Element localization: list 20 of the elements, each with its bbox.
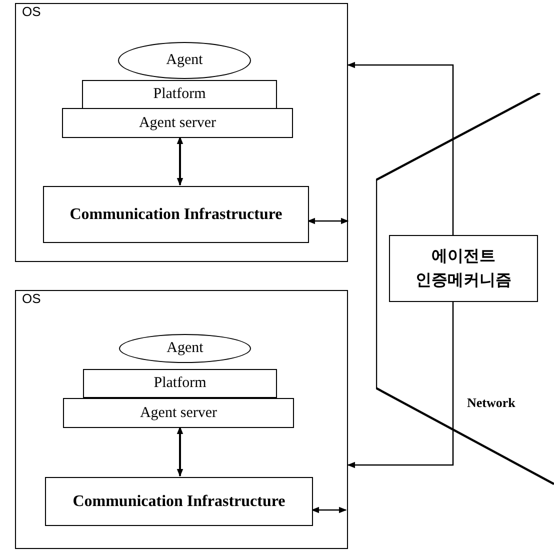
os-frame bbox=[15, 290, 348, 549]
layer-box: 에이전트 인증메커니즘 bbox=[389, 235, 538, 302]
agent-ellipse: Agent bbox=[118, 42, 251, 79]
arrow bbox=[307, 218, 349, 224]
os-label: OS bbox=[22, 4, 41, 19]
arrow bbox=[176, 136, 184, 186]
arrow bbox=[347, 62, 454, 235]
layer-box: Platform bbox=[83, 369, 277, 398]
layer-box: Agent server bbox=[62, 108, 293, 138]
os-frame bbox=[15, 3, 348, 262]
arrow bbox=[176, 426, 184, 477]
network-label: Network bbox=[467, 395, 516, 411]
os-label: OS bbox=[22, 291, 41, 306]
agent-ellipse: Agent bbox=[119, 334, 251, 363]
layer-box: Platform bbox=[82, 80, 277, 109]
arrow bbox=[347, 302, 454, 468]
layer-box: Agent server bbox=[63, 398, 294, 428]
layer-box: Communication Infrastructure bbox=[45, 477, 313, 526]
layer-box: Communication Infrastructure bbox=[43, 186, 309, 243]
arrow bbox=[311, 506, 347, 514]
